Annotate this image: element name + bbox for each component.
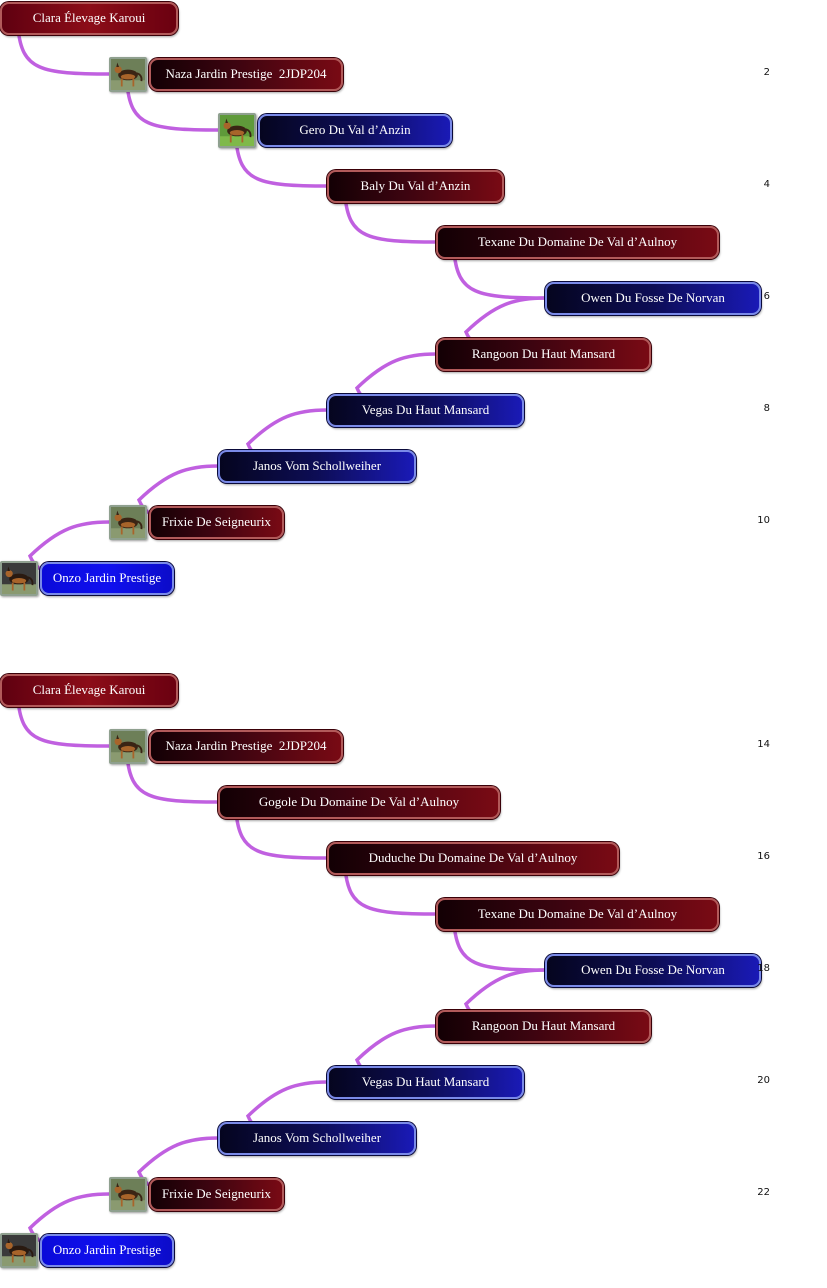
dog-photo-grass-thumbnail[interactable] [218, 112, 256, 148]
pedigree-node[interactable]: Vegas Du Haut Mansard [327, 393, 524, 427]
pedigree-node[interactable]: Baly Du Val d’Anzin [327, 169, 504, 203]
dog-photo-dark-thumbnail[interactable] [0, 1232, 38, 1268]
dog-image [2, 562, 36, 594]
pedigree-node[interactable]: Duduche Du Domaine De Val d’Aulnoy [327, 841, 619, 875]
pedigree-node[interactable]: Clara Élevage Karoui [0, 673, 178, 707]
pedigree-node[interactable]: Onzo Jardin Prestige [40, 1233, 174, 1267]
page-number: 14 [757, 739, 770, 750]
pedigree-node[interactable]: Janos Vom Schollweiher [218, 1121, 416, 1155]
dog-photo-thumbnail[interactable] [109, 504, 147, 540]
page-number: 4 [763, 179, 770, 190]
connector-line [125, 754, 222, 804]
dog-image [111, 1178, 145, 1210]
connector-line [234, 138, 331, 188]
dog-image [111, 506, 145, 538]
dog-photo-thumbnail[interactable] [109, 56, 147, 92]
dog-image [111, 730, 145, 762]
pedigree-node[interactable]: Texane Du Domaine De Val d’Aulnoy [436, 897, 719, 931]
pedigree-node[interactable]: Rangoon Du Haut Mansard [436, 1009, 651, 1043]
connector-line [125, 82, 222, 132]
page-number: 18 [757, 963, 770, 974]
pedigree-node[interactable]: Vegas Du Haut Mansard [327, 1065, 524, 1099]
connector-line [343, 194, 440, 244]
page-number: 2 [763, 67, 770, 78]
pedigree-node[interactable]: Gogole Du Domaine De Val d’Aulnoy [218, 785, 500, 819]
dog-image [111, 58, 145, 90]
connector-line [452, 922, 549, 972]
page-number: 16 [757, 851, 770, 862]
connector-line [16, 698, 113, 748]
connector-line [234, 810, 331, 860]
page-number: 22 [757, 1187, 770, 1198]
dog-image [220, 114, 254, 146]
connector-line [343, 866, 440, 916]
connector-line [452, 250, 549, 300]
page-number: 20 [757, 1075, 770, 1086]
page-number: 10 [757, 515, 770, 526]
dog-photo-dark-thumbnail[interactable] [0, 560, 38, 596]
dog-image [2, 1234, 36, 1266]
pedigree-node[interactable]: Janos Vom Schollweiher [218, 449, 416, 483]
pedigree-node[interactable]: Gero Du Val d’Anzin [258, 113, 452, 147]
page-number: 6 [763, 291, 770, 302]
pedigree-node[interactable]: Owen Du Fosse De Norvan [545, 953, 761, 987]
pedigree-node[interactable]: Naza Jardin Prestige 2JDP204 [149, 729, 343, 763]
pedigree-node[interactable]: Clara Élevage Karoui [0, 1, 178, 35]
connector-line [16, 26, 113, 76]
pedigree-node[interactable]: Naza Jardin Prestige 2JDP204 [149, 57, 343, 91]
pedigree-node[interactable]: Frixie De Seigneurix [149, 1177, 284, 1211]
pedigree-node[interactable]: Rangoon Du Haut Mansard [436, 337, 651, 371]
page-number: 8 [763, 403, 770, 414]
dog-photo-thumbnail[interactable] [109, 1176, 147, 1212]
dog-photo-thumbnail[interactable] [109, 728, 147, 764]
pedigree-node[interactable]: Onzo Jardin Prestige [40, 561, 174, 595]
pedigree-node[interactable]: Frixie De Seigneurix [149, 505, 284, 539]
pedigree-node[interactable]: Owen Du Fosse De Norvan [545, 281, 761, 315]
pedigree-node[interactable]: Texane Du Domaine De Val d’Aulnoy [436, 225, 719, 259]
